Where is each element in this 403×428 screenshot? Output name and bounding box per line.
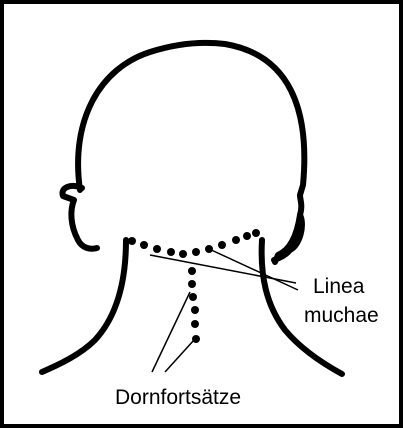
linea-label-line2: muchae [304, 304, 379, 327]
dornfortsaetze-leader-lines [152, 292, 194, 372]
linea-label-line1: Linea [313, 275, 365, 298]
dornfortsaetze-dots [188, 267, 200, 343]
linea-muchae-dots [128, 229, 260, 258]
left-neck-shoulder [42, 240, 126, 372]
dornfortsaetze-label: Dornfortsätze [115, 386, 241, 409]
left-ear [62, 186, 97, 249]
head-outline [78, 43, 304, 262]
